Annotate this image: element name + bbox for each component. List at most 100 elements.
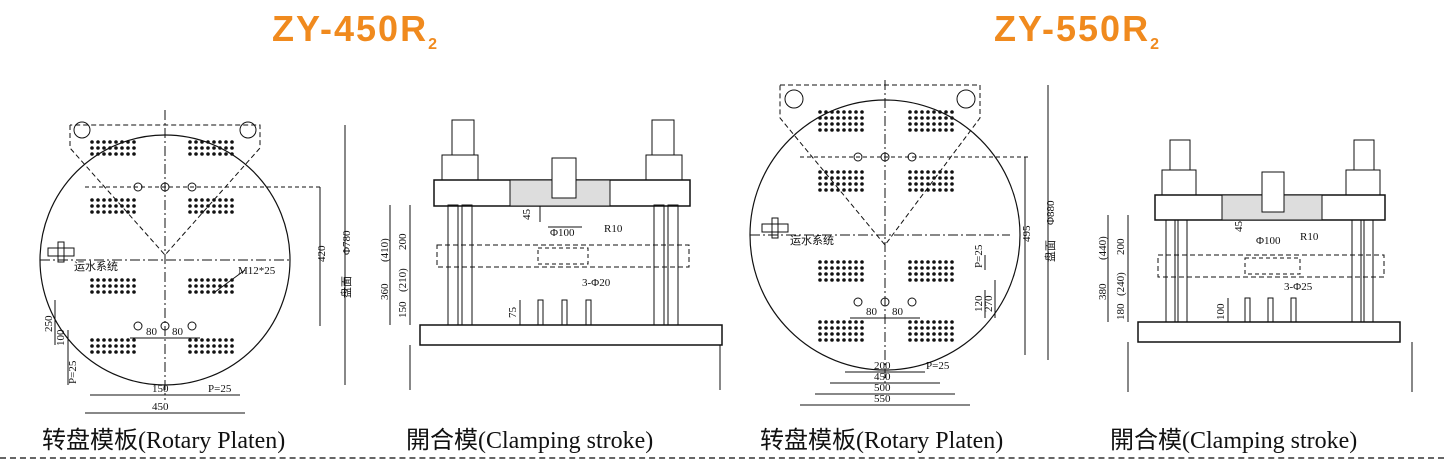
cooling-hole bbox=[224, 278, 228, 282]
cooling-hole bbox=[126, 204, 130, 208]
cooling-hole bbox=[920, 128, 924, 132]
dim-label: 250 bbox=[43, 315, 55, 332]
cooling-hole bbox=[848, 278, 852, 282]
cooling-hole bbox=[950, 260, 954, 264]
cooling-hole bbox=[218, 204, 222, 208]
dim-label: 180 bbox=[1115, 303, 1127, 320]
cooling-hole bbox=[836, 128, 840, 132]
cooling-hole bbox=[824, 320, 828, 324]
cooling-hole bbox=[206, 290, 210, 294]
cooling-hole bbox=[842, 266, 846, 270]
cooling-hole bbox=[842, 170, 846, 174]
cooling-hole bbox=[914, 266, 918, 270]
cylinder bbox=[1169, 139, 1191, 171]
cooling-hole bbox=[132, 350, 136, 354]
cooling-hole bbox=[860, 326, 864, 330]
cooling-hole bbox=[842, 260, 846, 264]
cooling-hole bbox=[836, 116, 840, 120]
cooling-hole bbox=[120, 344, 124, 348]
cooling-hole bbox=[206, 284, 210, 288]
locating-hole bbox=[133, 321, 143, 331]
dim-label: 495 bbox=[1021, 225, 1033, 242]
dim-label: 270 bbox=[983, 295, 995, 312]
dim-label: P=25 bbox=[973, 244, 985, 268]
cooling-hole bbox=[126, 210, 130, 214]
cooling-hole bbox=[950, 110, 954, 114]
dim-label: 盘面 bbox=[1043, 240, 1057, 262]
cooling-hole bbox=[194, 210, 198, 214]
cooling-hole bbox=[96, 338, 100, 342]
cooling-hole bbox=[914, 188, 918, 192]
cooling-hole bbox=[218, 284, 222, 288]
dim-label: 120 bbox=[973, 295, 985, 312]
cooling-hole bbox=[132, 146, 136, 150]
rotary-platen-450 bbox=[39, 110, 346, 414]
dim-label: P=25 bbox=[208, 383, 232, 395]
cooling-hole bbox=[938, 266, 942, 270]
dim-label: 150 bbox=[397, 301, 409, 318]
cooling-hole bbox=[200, 152, 204, 156]
cooling-hole bbox=[96, 350, 100, 354]
cooling-hole bbox=[836, 338, 840, 342]
cooling-hole bbox=[932, 266, 936, 270]
cooling-hole bbox=[132, 198, 136, 202]
cooling-hole bbox=[908, 170, 912, 174]
cooling-hole bbox=[944, 332, 948, 336]
cylinder-block bbox=[1161, 169, 1197, 196]
cooling-hole bbox=[836, 110, 840, 114]
cooling-hole bbox=[218, 198, 222, 202]
cooling-hole bbox=[854, 320, 858, 324]
cooling-hole bbox=[212, 290, 216, 294]
cooling-hole bbox=[824, 332, 828, 336]
dim-label: 75 bbox=[507, 307, 519, 319]
cooling-hole bbox=[842, 188, 846, 192]
cooling-hole bbox=[938, 110, 942, 114]
locating-hole bbox=[160, 182, 170, 192]
cooling-hole bbox=[206, 278, 210, 282]
cooling-hole bbox=[90, 290, 94, 294]
cooling-hole bbox=[914, 326, 918, 330]
cylinder bbox=[451, 119, 475, 156]
cooling-hole bbox=[842, 110, 846, 114]
cooling-hole bbox=[108, 350, 112, 354]
cooling-hole bbox=[950, 182, 954, 186]
cooling-hole bbox=[950, 278, 954, 282]
cooling-hole bbox=[830, 176, 834, 180]
cooling-hole bbox=[920, 260, 924, 264]
cooling-hole bbox=[920, 122, 924, 126]
cooling-hole bbox=[854, 266, 858, 270]
cooling-hole bbox=[824, 110, 828, 114]
cooling-hole bbox=[230, 146, 234, 150]
cooling-hole bbox=[926, 128, 930, 132]
cooling-hole bbox=[938, 188, 942, 192]
cooling-hole bbox=[90, 146, 94, 150]
cooling-hole bbox=[938, 272, 942, 276]
cooling-hole bbox=[206, 338, 210, 342]
locating-hole bbox=[187, 182, 197, 192]
cooling-hole bbox=[926, 332, 930, 336]
cooling-hole bbox=[830, 182, 834, 186]
cooling-hole bbox=[114, 290, 118, 294]
cooling-hole bbox=[848, 122, 852, 126]
cooling-hole bbox=[818, 326, 822, 330]
cooling-hole bbox=[938, 170, 942, 174]
cooling-hole bbox=[824, 260, 828, 264]
cooling-hole bbox=[126, 344, 130, 348]
cooling-hole bbox=[126, 284, 130, 288]
cooling-hole bbox=[860, 188, 864, 192]
cooling-hole bbox=[908, 326, 912, 330]
cooling-hole bbox=[90, 204, 94, 208]
cooling-hole bbox=[194, 338, 198, 342]
cooling-hole bbox=[200, 344, 204, 348]
cooling-hole bbox=[96, 204, 100, 208]
clamping-stroke-550 bbox=[1107, 139, 1413, 392]
stroke-position bbox=[436, 244, 690, 268]
cooling-hole bbox=[860, 320, 864, 324]
cylinder-block bbox=[441, 154, 479, 181]
cooling-hole bbox=[194, 350, 198, 354]
cooling-hole bbox=[836, 260, 840, 264]
cooling-hole bbox=[108, 152, 112, 156]
dim-label: P=25 bbox=[67, 360, 79, 384]
caption-clamp-450: 開合模(Clamping stroke) bbox=[406, 428, 654, 454]
cooling-hole bbox=[854, 338, 858, 342]
